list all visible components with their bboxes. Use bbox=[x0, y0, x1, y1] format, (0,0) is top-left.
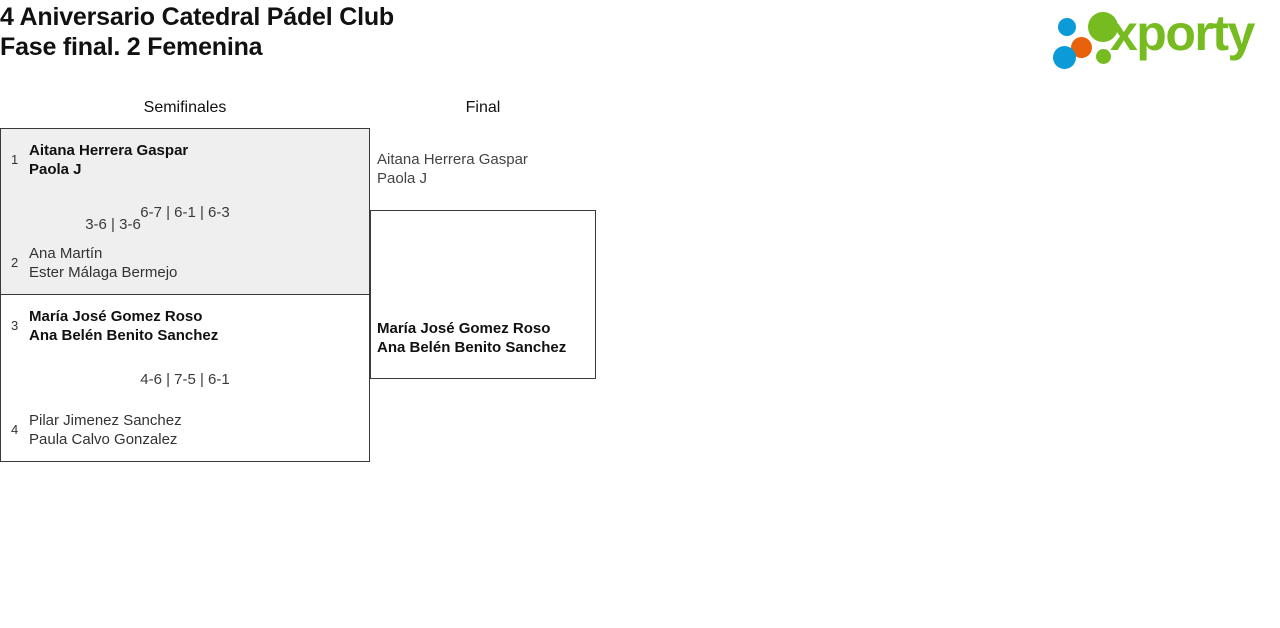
team-names: Ana Martín Ester Málaga Bermejo bbox=[29, 244, 177, 282]
logo-dot-blue-bottom-icon bbox=[1053, 46, 1076, 69]
tournament-bracket: Semifinales Final 1 Aitana Herrera Gaspa… bbox=[0, 90, 1280, 490]
match-semifinal-2[interactable]: 3 María José Gomez Roso Ana Belén Benito… bbox=[0, 294, 370, 462]
team-player-2: Paola J bbox=[29, 161, 82, 178]
team-seed: 2 bbox=[11, 255, 19, 270]
team-player-2: Paola J bbox=[377, 170, 428, 187]
team-seed: 3 bbox=[11, 318, 19, 333]
team-player-1: Aitana Herrera Gaspar bbox=[377, 151, 528, 168]
match-team-top[interactable]: 1 Aitana Herrera Gaspar Paola J bbox=[1, 141, 369, 179]
xporty-logo[interactable]: xporty bbox=[1048, 4, 1272, 69]
final-team-top[interactable]: Aitana Herrera Gaspar Paola J bbox=[377, 150, 528, 188]
logo-wordmark: xporty bbox=[1110, 5, 1255, 61]
team-names: Pilar Jimenez Sanchez Paula Calvo Gonzal… bbox=[29, 411, 182, 449]
match-score: 4-6 | 7-5 | 6-1 bbox=[140, 371, 230, 388]
team-seed: 1 bbox=[11, 152, 19, 167]
team-names: Aitana Herrera Gaspar Paola J bbox=[29, 141, 188, 179]
round-header-semifinals: Semifinales bbox=[143, 99, 227, 116]
logo-dot-blue-top-icon bbox=[1058, 18, 1076, 36]
match-team-top[interactable]: 3 María José Gomez Roso Ana Belén Benito… bbox=[1, 307, 369, 345]
team-player-1: Ana Martín bbox=[29, 245, 103, 262]
logo-dot-green-large-icon bbox=[1088, 12, 1118, 42]
logo-dot-orange-icon bbox=[1071, 37, 1092, 58]
match-team-bottom[interactable]: 4 Pilar Jimenez Sanchez Paula Calvo Gonz… bbox=[1, 411, 369, 449]
final-match-score: 3-6 | 3-6 bbox=[85, 216, 141, 233]
team-player-1: María José Gomez Roso bbox=[377, 320, 551, 337]
page-header: 4 Aniversario Catedral Pádel Club Fase f… bbox=[0, 0, 1280, 78]
team-player-2: Ana Belén Benito Sanchez bbox=[29, 327, 219, 344]
team-player-1: María José Gomez Roso bbox=[29, 308, 203, 325]
match-score: 6-7 | 6-1 | 6-3 bbox=[140, 204, 230, 221]
match-final[interactable] bbox=[370, 210, 596, 379]
tournament-name: 4 Aniversario Catedral Pádel Club bbox=[0, 3, 394, 31]
match-semifinal-1[interactable]: 1 Aitana Herrera Gaspar Paola J 6-7 | 6-… bbox=[0, 128, 370, 295]
team-player-2: Ana Belén Benito Sanchez bbox=[377, 339, 567, 356]
tournament-phase: Fase final. 2 Femenina bbox=[0, 33, 263, 61]
logo-dots-icon bbox=[1052, 10, 1124, 69]
round-header-final: Final bbox=[465, 99, 501, 116]
team-player-2: Ester Málaga Bermejo bbox=[29, 264, 178, 281]
team-player-2: Paula Calvo Gonzalez bbox=[29, 431, 178, 448]
final-team-bottom[interactable]: María José Gomez Roso Ana Belén Benito S… bbox=[377, 319, 566, 357]
team-seed: 4 bbox=[11, 422, 19, 437]
match-team-bottom[interactable]: 2 Ana Martín Ester Málaga Bermejo bbox=[1, 244, 369, 282]
page-title: 4 Aniversario Catedral Pádel Club Fase f… bbox=[0, 2, 394, 62]
logo-dot-green-small-icon bbox=[1096, 49, 1111, 64]
team-player-1: Pilar Jimenez Sanchez bbox=[29, 412, 182, 429]
team-player-1: Aitana Herrera Gaspar bbox=[29, 142, 189, 159]
team-names: María José Gomez Roso Ana Belén Benito S… bbox=[29, 307, 218, 345]
